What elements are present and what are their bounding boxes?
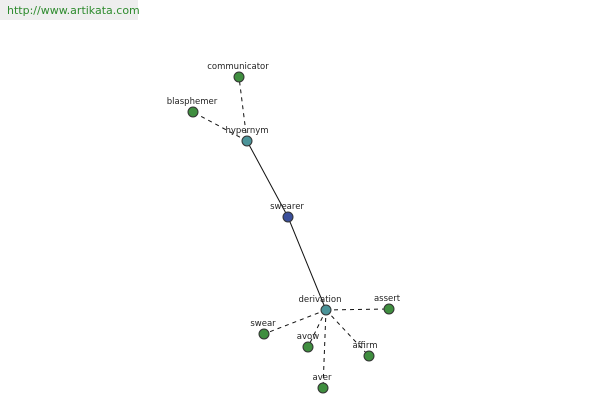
edge-hypernym-blasphemer <box>192 111 248 142</box>
node-dot-derivation[interactable] <box>320 304 332 316</box>
node-communicator[interactable]: communicator <box>207 62 269 83</box>
node-hypernym[interactable]: hypernym <box>225 126 269 147</box>
node-swearer[interactable]: swearer <box>270 202 304 223</box>
edge-swearer-hypernym <box>246 140 289 218</box>
edge-swearer-derivation <box>287 216 327 311</box>
source-url-bar: http://www.artikata.com <box>0 0 140 20</box>
node-label-swearer: swearer <box>270 202 304 212</box>
node-dot-hypernym[interactable] <box>241 135 253 147</box>
node-dot-swearer[interactable] <box>282 211 294 223</box>
node-swear[interactable]: swear <box>250 319 276 340</box>
edge-hypernym-communicator <box>238 76 248 142</box>
edge-derivation-avow <box>307 309 327 348</box>
edge-derivation-assert <box>325 308 390 311</box>
node-label-affirm: affirm <box>352 341 377 351</box>
node-aver[interactable]: aver <box>313 373 332 394</box>
node-label-blasphemer: blasphemer <box>167 97 218 107</box>
node-dot-assert[interactable] <box>383 303 395 315</box>
node-label-derivation: derivation <box>298 295 341 305</box>
node-assert[interactable]: assert <box>374 294 401 315</box>
edge-derivation-aver <box>322 309 327 389</box>
node-label-hypernym: hypernym <box>225 126 268 136</box>
node-label-avow: avow <box>297 332 319 342</box>
node-label-swear: swear <box>250 319 276 329</box>
node-derivation[interactable]: derivation <box>298 295 342 316</box>
node-affirm[interactable]: affirm <box>352 341 378 362</box>
node-dot-communicator[interactable] <box>233 71 245 83</box>
node-dot-blasphemer[interactable] <box>187 106 199 118</box>
node-dot-avow[interactable] <box>302 341 314 353</box>
edge-derivation-affirm <box>325 309 370 357</box>
node-label-assert: assert <box>374 294 401 304</box>
node-avow[interactable]: avow <box>297 332 319 353</box>
node-blasphemer[interactable]: blasphemer <box>167 97 218 118</box>
graph-nodes: swearer hypernym derivation communicator bla… <box>167 62 401 394</box>
graph-edges <box>192 76 390 389</box>
edge-derivation-swear <box>263 309 327 335</box>
node-label-aver: aver <box>313 373 332 383</box>
node-label-communicator: communicator <box>207 62 269 72</box>
node-dot-swear[interactable] <box>258 328 270 340</box>
node-dot-aver[interactable] <box>317 382 329 394</box>
source-url[interactable]: http://www.artikata.com <box>7 4 140 17</box>
node-dot-affirm[interactable] <box>363 350 375 362</box>
